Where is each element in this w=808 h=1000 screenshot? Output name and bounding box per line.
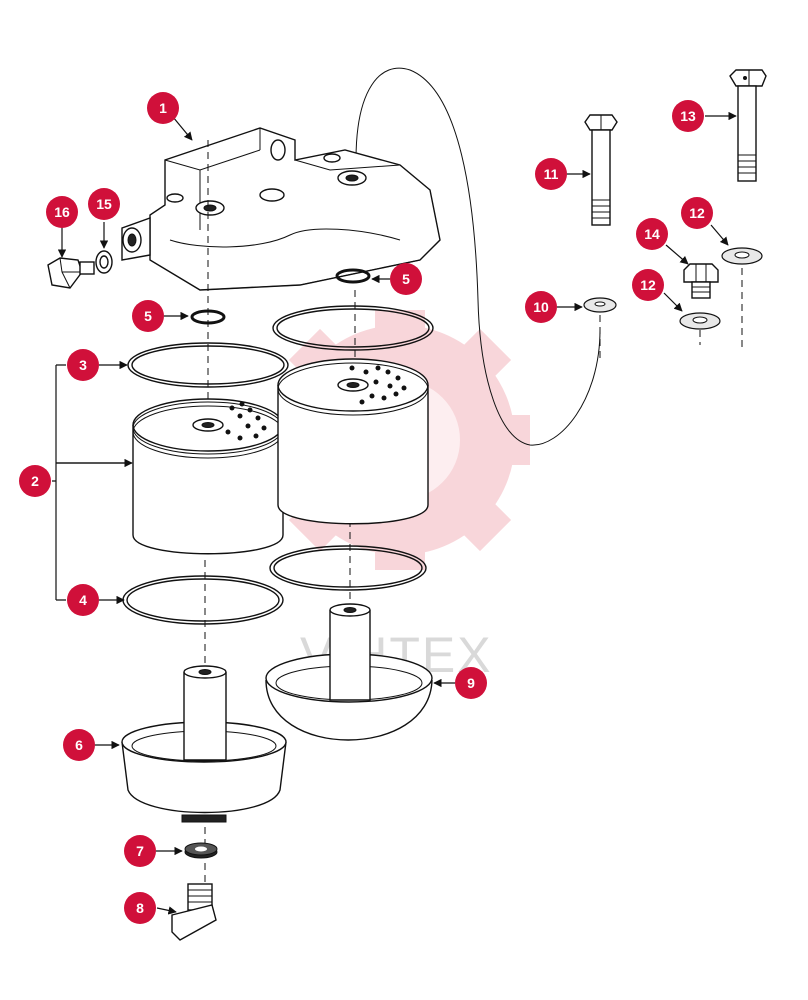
seal-ring-5-right	[335, 268, 371, 284]
callout-12-lower-label: 12	[640, 277, 656, 293]
bolt-11	[584, 114, 618, 226]
callout-2: 2	[19, 465, 51, 497]
callout-3-label: 3	[79, 357, 87, 373]
callout-5-left-label: 5	[144, 308, 152, 324]
filter-element-left	[132, 398, 284, 555]
callout-12-upper: 12	[681, 197, 713, 229]
fuel-pipe-curve	[355, 67, 601, 446]
callout-15: 15	[88, 188, 120, 220]
callout-5-right-label: 5	[402, 271, 410, 287]
callout-10-label: 10	[533, 299, 549, 315]
callout-13: 13	[672, 100, 704, 132]
callout-7: 7	[124, 835, 156, 867]
washer-12-lower	[679, 312, 721, 330]
callout-1: 1	[147, 92, 179, 124]
callout-5-left: 5	[132, 300, 164, 332]
seal-ring-5-left	[190, 309, 226, 325]
washer-10	[583, 297, 617, 313]
callout-16: 16	[46, 196, 78, 228]
callout-12-upper-label: 12	[689, 205, 705, 221]
callout-13-label: 13	[680, 108, 696, 124]
filter-element-right	[277, 358, 429, 525]
callout-1-label: 1	[159, 100, 167, 116]
callout-14-label: 14	[644, 226, 660, 242]
seal-ring-4-left	[122, 575, 284, 625]
filter-bowl-left	[121, 665, 287, 823]
callout-11-label: 11	[544, 166, 559, 182]
seal-ring-3-right	[272, 305, 434, 351]
callout-12-lower: 12	[632, 269, 664, 301]
callout-3: 3	[67, 349, 99, 381]
callout-8: 8	[124, 892, 156, 924]
filter-bowl-right	[265, 603, 433, 741]
callout-9-label: 9	[467, 675, 475, 691]
callout-4: 4	[67, 584, 99, 616]
drain-bolt-16	[47, 257, 95, 289]
callout-16-label: 16	[54, 204, 70, 220]
filter-head	[121, 127, 441, 291]
callout-8-label: 8	[136, 900, 144, 916]
callout-6: 6	[63, 729, 95, 761]
callout-2-label: 2	[31, 473, 39, 489]
sealing-washer-15	[95, 250, 113, 274]
callout-15-label: 15	[96, 196, 112, 212]
callout-5-right: 5	[390, 263, 422, 295]
leader-lines	[52, 111, 737, 915]
callout-4-label: 4	[79, 592, 87, 608]
callout-10: 10	[525, 291, 557, 323]
washer-12-upper	[721, 247, 763, 265]
callout-9: 9	[455, 667, 487, 699]
drain-washer-7	[184, 842, 218, 859]
callout-14: 14	[636, 218, 668, 250]
seal-ring-4-right	[269, 545, 427, 591]
drain-plug-8	[171, 883, 217, 941]
seal-ring-3-left	[127, 342, 289, 388]
callout-6-label: 6	[75, 737, 83, 753]
bolt-13	[729, 69, 767, 182]
callout-7-label: 7	[136, 843, 144, 859]
callout-11: 11	[535, 158, 567, 190]
plug-14	[683, 263, 719, 299]
